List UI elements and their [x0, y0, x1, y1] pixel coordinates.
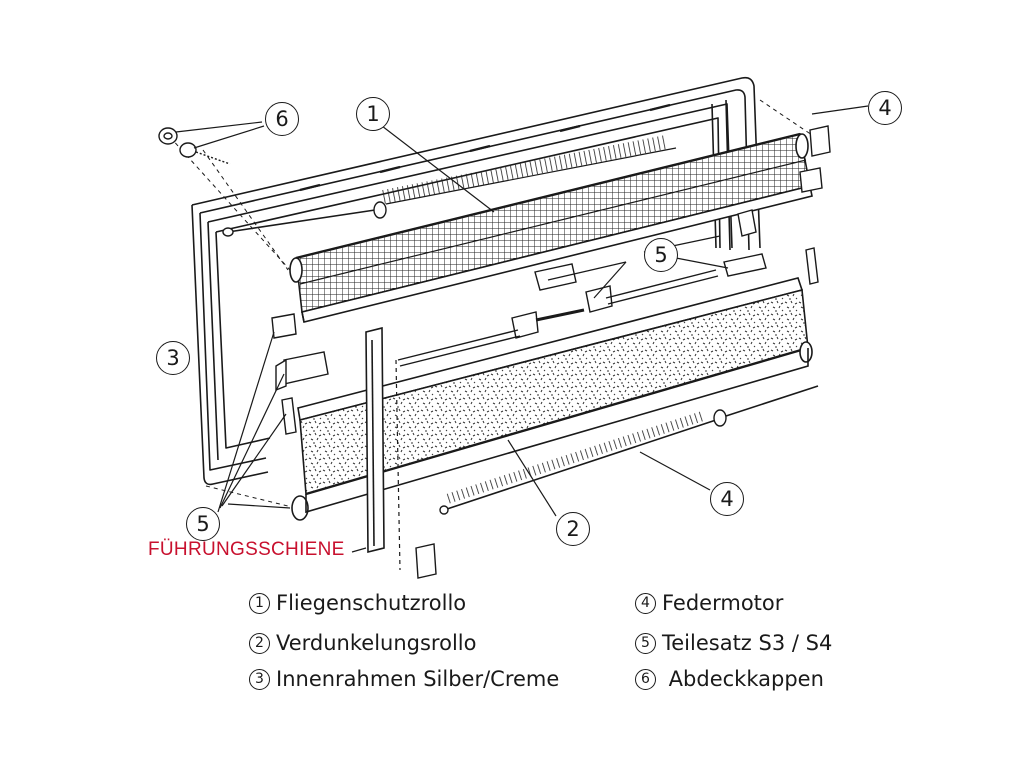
legend-number: 4	[635, 592, 656, 614]
guide-rail-label: FÜHRUNGSSCHIENE	[148, 539, 345, 560]
callout-6-top: 6	[265, 102, 299, 136]
callout-4-bottom: 4	[710, 482, 744, 516]
guide-rail-clips	[397, 263, 719, 367]
legend-item-blackout: 2 Verdunkelungsrollo	[249, 630, 476, 656]
legend-item-fly-screen: 1 Fliegenschutzrollo	[249, 590, 466, 616]
legend-text: Fliegenschutzrollo	[276, 591, 467, 615]
assembly-guide-lines	[169, 99, 813, 509]
callout-3-left: 3	[156, 341, 190, 375]
legend-text: Teilesatz S3 / S4	[662, 631, 833, 655]
legend-number: 1	[249, 592, 270, 614]
spring-motor-top	[222, 134, 677, 237]
legend-item-inner-frame: 3 Innenrahmen Silber/Creme	[249, 666, 559, 692]
guide-rail-leader	[351, 359, 401, 571]
callout-5-bottom: 5	[186, 507, 220, 541]
callout-5-mid: 5	[644, 238, 678, 272]
legend-number: 6	[635, 668, 656, 690]
legend-text: Federmotor	[662, 591, 784, 615]
legend-number: 2	[249, 632, 270, 654]
fly-screen-roller	[289, 132, 813, 323]
legend-item-parts-kit: 5 Teilesatz S3 / S4	[635, 630, 832, 656]
bracket-top-right	[271, 125, 831, 339]
blackout-roller	[291, 277, 813, 521]
legend-text: Abdeckkappen	[662, 667, 824, 691]
callout-2-bottom: 2	[556, 512, 590, 546]
guide-rail	[365, 326, 385, 554]
cover-caps	[158, 127, 231, 165]
legend-text: Innenrahmen Silber/Creme	[276, 667, 560, 691]
callout-4-top: 4	[868, 91, 902, 125]
left-hardware	[275, 351, 329, 435]
legend-item-spring-motor: 4 Federmotor	[635, 590, 783, 616]
legend-number: 5	[635, 632, 656, 654]
legend-number: 3	[249, 668, 270, 690]
legend-item-cover-caps: 6 Abdeckkappen	[635, 666, 824, 692]
callout-1-top: 1	[356, 97, 390, 131]
callout-leaders	[175, 105, 869, 517]
legend-text: Verdunkelungsrollo	[276, 631, 477, 655]
guide-rail-bottom-clip	[415, 543, 437, 579]
spring-motor-bottom	[439, 385, 819, 515]
